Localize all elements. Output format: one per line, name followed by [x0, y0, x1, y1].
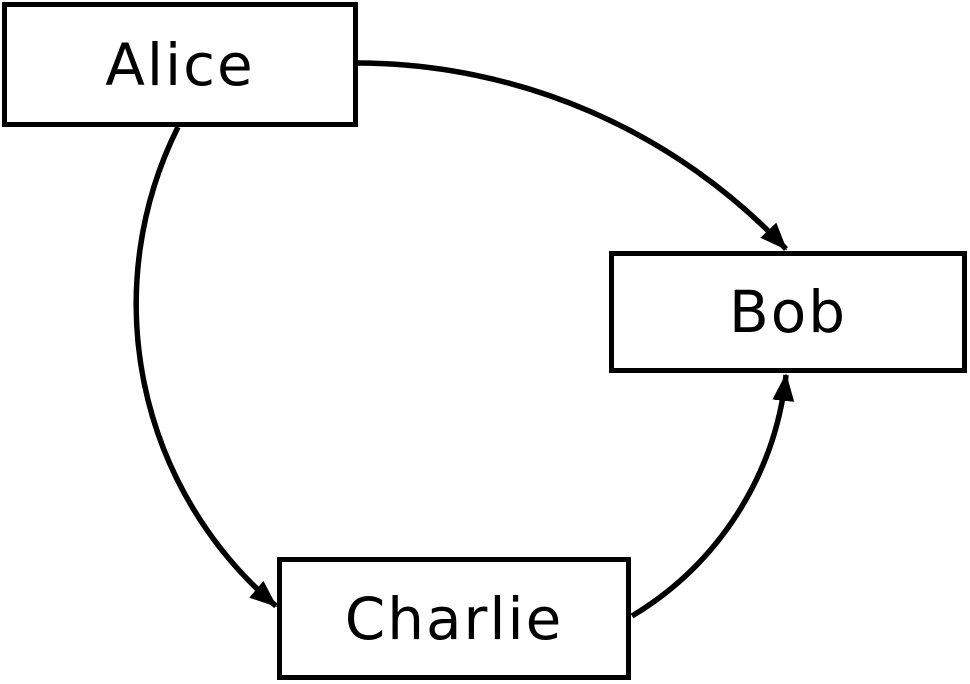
node-charlie-label: Charlie [344, 584, 564, 653]
edge-charlie-to-bob [630, 373, 795, 619]
node-alice: Alice [2, 2, 358, 127]
node-bob: Bob [609, 251, 967, 373]
node-bob-label: Bob [728, 278, 848, 346]
edge-alice-to-bob [357, 60, 789, 251]
edge-alice-to-charlie [133, 125, 278, 609]
node-alice-label: Alice [105, 30, 255, 99]
node-charlie: Charlie [277, 557, 631, 680]
